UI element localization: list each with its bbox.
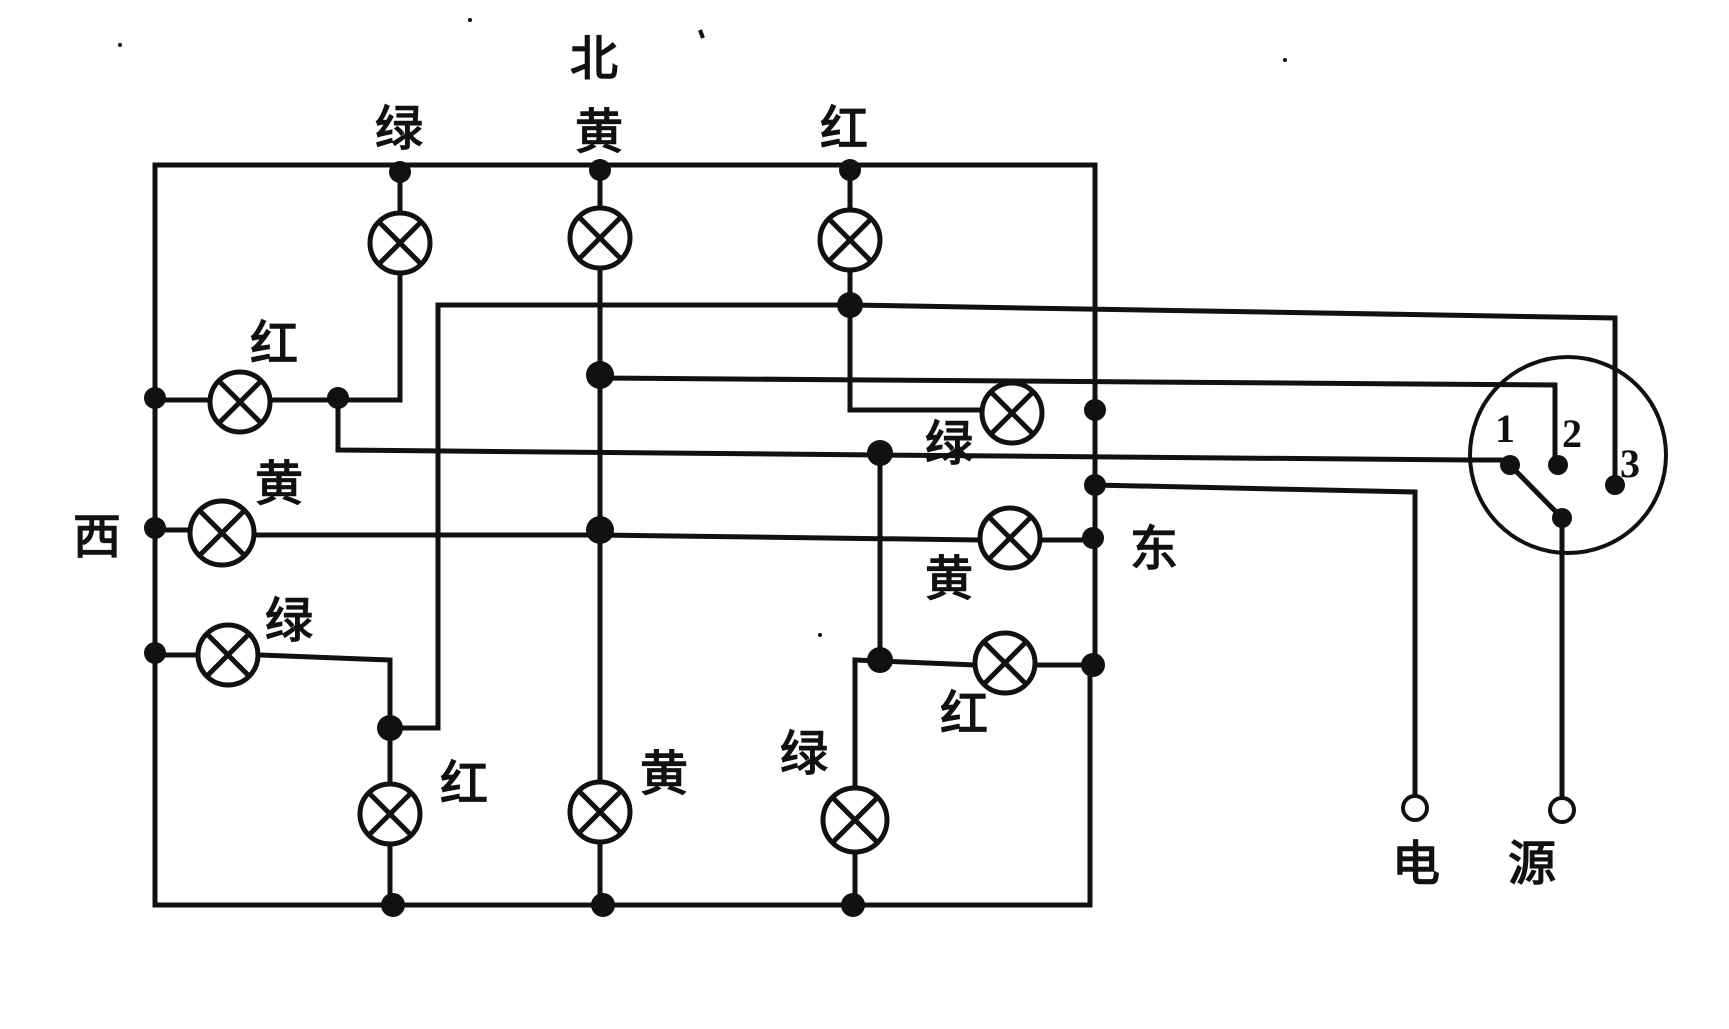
label-east-yellow: 黄 xyxy=(925,551,973,607)
junction-dot xyxy=(144,642,166,664)
junction-dot xyxy=(839,159,861,181)
junction-dot xyxy=(389,161,411,183)
junction-dot xyxy=(591,893,615,917)
switch-pos1-label: 1 xyxy=(1495,406,1515,451)
junction-dot xyxy=(1084,474,1106,496)
junction-dot xyxy=(1082,527,1104,549)
label-north-red: 红 xyxy=(820,101,868,157)
junction-dot xyxy=(589,159,611,181)
junctions xyxy=(144,159,1106,917)
yellow-bus-wire xyxy=(597,375,1558,468)
lamp-east-red xyxy=(972,630,1038,696)
junction-dot xyxy=(586,516,614,544)
north-green-wire xyxy=(335,162,403,403)
switch-pos2-label: 2 xyxy=(1562,411,1582,456)
direction-west: 西 xyxy=(73,509,121,565)
junction-dot xyxy=(381,893,405,917)
label-east-red: 红 xyxy=(940,686,988,742)
junction-dot xyxy=(841,893,865,917)
rotary-switch: 1 2 3 xyxy=(1468,355,1668,555)
label-west-red: 红 xyxy=(250,316,298,372)
switch-pos3-label: 3 xyxy=(1620,441,1640,486)
label-south-red: 红 xyxy=(440,756,488,812)
label-north-green: 绿 xyxy=(375,101,424,157)
junction-dot xyxy=(144,517,166,539)
switch-body xyxy=(1468,355,1668,555)
lamp-west-red xyxy=(207,369,273,435)
lamp-north-red xyxy=(817,207,883,273)
labels: 北 西 东 绿 黄 红 红 黄 绿 红 黄 绿 绿 黄 红 xyxy=(73,31,1178,812)
lamp-north-green xyxy=(367,210,433,276)
junction-dot xyxy=(144,387,166,409)
frame-left-lower-wire xyxy=(152,517,1093,908)
west-green-wire xyxy=(152,652,393,908)
label-west-green: 绿 xyxy=(265,593,314,649)
direction-east: 东 xyxy=(1130,521,1178,577)
lamp-south-green xyxy=(820,785,890,855)
power-terminals: 电 源 xyxy=(1392,794,1576,892)
west-yellow-wire xyxy=(152,527,1098,543)
lamp-east-green xyxy=(979,380,1045,446)
lamp-east-yellow xyxy=(977,505,1043,571)
junction-dot xyxy=(377,715,403,741)
frame-left-top-wire xyxy=(152,162,1098,523)
lamp-west-green xyxy=(195,622,261,688)
junction-dot xyxy=(1081,653,1105,677)
lamp-north-yellow xyxy=(567,205,633,271)
switch-common-contact xyxy=(1552,508,1572,528)
junction-dot xyxy=(327,387,349,409)
power-terminal-left xyxy=(1401,794,1429,822)
junction-dot xyxy=(867,440,893,466)
lamps xyxy=(187,205,1045,855)
switch-blade xyxy=(1506,461,1566,522)
label-south-green: 绿 xyxy=(780,726,829,782)
power-label-right: 源 xyxy=(1508,836,1556,892)
lamp-south-yellow xyxy=(567,779,633,845)
label-west-yellow: 黄 xyxy=(255,456,303,512)
lamp-west-yellow xyxy=(187,498,257,568)
junction-dot xyxy=(867,647,893,673)
label-north-yellow: 黄 xyxy=(575,104,623,160)
switch-contact-1 xyxy=(1500,455,1520,475)
lamp-south-red xyxy=(357,781,423,847)
junction-dot xyxy=(1084,399,1106,421)
switch-contact-3 xyxy=(1605,475,1625,495)
label-south-yellow: 黄 xyxy=(640,746,688,802)
label-east-green: 绿 xyxy=(925,416,974,472)
north-red-wire xyxy=(847,162,1008,413)
junction-dot xyxy=(837,292,863,318)
direction-north: 北 xyxy=(570,31,618,87)
power-label-left: 电 xyxy=(1392,836,1440,892)
junction-dot xyxy=(586,361,614,389)
power-feed-wire xyxy=(1092,482,1418,798)
scan-specks xyxy=(118,18,1287,637)
power-terminal-right xyxy=(1548,796,1576,824)
switch-contact-2 xyxy=(1548,455,1568,475)
